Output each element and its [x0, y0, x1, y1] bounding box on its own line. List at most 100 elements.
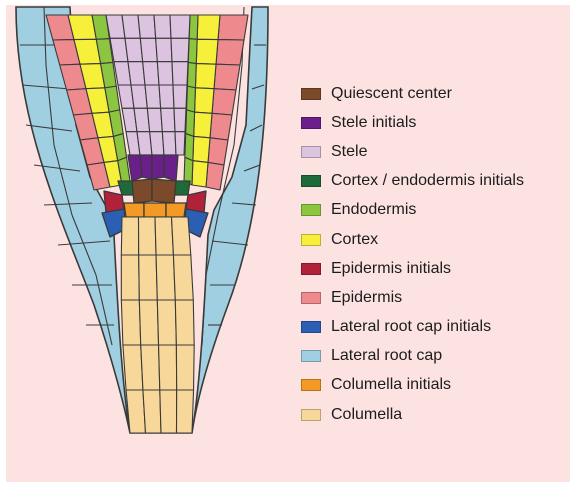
columella-cell — [121, 300, 140, 345]
columella-cell — [172, 217, 191, 255]
stele-cell — [140, 38, 157, 61]
legend-label: Stele initials — [331, 114, 416, 132]
legend-item: Epidermis initials — [301, 254, 524, 283]
endodermis-cell — [189, 15, 198, 39]
stele-cell — [143, 62, 159, 85]
legend-label: Columella initials — [331, 376, 451, 394]
epidermis-cell — [210, 113, 232, 140]
stele-cell — [145, 85, 161, 108]
stele-cell — [156, 38, 172, 61]
legend-item: Lateral root cap — [301, 342, 524, 371]
epidermis-cell — [212, 89, 236, 115]
stele-initial-cell — [152, 155, 164, 179]
legend-label: Epidermis — [331, 289, 402, 307]
columella-cell — [139, 255, 158, 300]
epidermis-cell — [206, 162, 224, 190]
columella-cell — [126, 390, 145, 433]
legend-swatch — [301, 263, 321, 275]
columella-cell — [143, 390, 161, 433]
cortex-cell — [193, 136, 210, 162]
legend-swatch — [301, 204, 321, 216]
legend-swatch — [301, 117, 321, 129]
legend-item: Columella initials — [301, 371, 524, 400]
stele-cell — [159, 85, 174, 108]
legend-swatch — [301, 409, 321, 421]
stele-initial-cell — [140, 155, 152, 179]
legend-item: Quiescent center — [301, 79, 524, 108]
legend-label: Lateral root cap — [331, 347, 442, 365]
legend-swatch — [301, 175, 321, 187]
legend-swatch — [301, 379, 321, 391]
figure-canvas: Quiescent center Stele initials Stele Co… — [6, 5, 570, 482]
epidermis-cell — [216, 40, 244, 65]
legend-label: Quiescent center — [331, 85, 452, 103]
legend-item: Columella — [301, 400, 524, 429]
stele-cell — [174, 108, 186, 131]
legend-swatch — [301, 88, 321, 100]
legend-label: Epidermis initials — [331, 260, 451, 278]
legend-item: Endodermis — [301, 196, 524, 225]
stele-initial-cell — [164, 155, 178, 181]
stele-cell — [171, 38, 189, 61]
legend-item: Cortex — [301, 225, 524, 254]
legend-swatch — [301, 234, 321, 246]
stele-cell — [128, 62, 145, 85]
columella-cell — [173, 255, 193, 300]
stele-cell — [175, 132, 185, 155]
endodermis-cell — [186, 110, 195, 137]
stele-cell — [154, 15, 171, 38]
columella-cell — [176, 345, 194, 390]
legend-label: Columella — [331, 406, 402, 424]
endodermis-cell — [187, 62, 196, 87]
columella-cell — [123, 345, 143, 390]
columella-initial-cell — [166, 203, 186, 217]
quiescent-center-cell — [152, 179, 176, 203]
stele-cell — [138, 15, 156, 38]
legend-swatch — [301, 292, 321, 304]
endodermis-cell — [187, 86, 196, 112]
cortex-cell — [195, 64, 216, 89]
columella-initial-cell — [144, 203, 166, 217]
columella-cell — [141, 345, 160, 390]
legend-label: Endodermis — [331, 201, 416, 219]
columella-cell — [121, 217, 138, 255]
stele-cell — [150, 132, 164, 155]
legend-label: Cortex — [331, 231, 378, 249]
legend-item: Stele initials — [301, 108, 524, 137]
columella-cell — [139, 300, 158, 345]
legend-label: Cortex / endodermis initials — [331, 172, 524, 190]
columella-cell — [155, 217, 173, 255]
columella-cell — [139, 217, 157, 255]
cortex-cell — [197, 15, 220, 40]
legend-item: Stele — [301, 137, 524, 166]
legend-item: Lateral root cap initials — [301, 313, 524, 342]
endodermis-cell — [185, 134, 194, 161]
columella-cell — [156, 255, 175, 300]
epidermis-cell — [218, 15, 248, 40]
quiescent-center-cell — [132, 179, 152, 203]
cortex-cell — [195, 88, 214, 113]
cortex-cell — [196, 39, 218, 64]
columella-cell — [157, 300, 176, 345]
stele-cell — [125, 38, 143, 61]
legend-label: Stele — [331, 143, 367, 161]
legend-swatch — [301, 350, 321, 362]
columella-cell — [159, 345, 177, 390]
legend-swatch — [301, 146, 321, 158]
columella-cell — [175, 300, 194, 345]
epidermis-cell — [214, 64, 240, 90]
stele-cell — [172, 62, 188, 85]
cortex-cell — [192, 161, 208, 187]
columella-cell — [177, 390, 194, 433]
stele-cell — [173, 85, 187, 108]
endodermis-cell — [188, 39, 197, 64]
stele-cell — [161, 108, 175, 131]
legend-swatch — [301, 321, 321, 333]
columella-cell — [160, 390, 177, 433]
stele-cell — [157, 62, 173, 85]
columella-cell — [121, 255, 139, 300]
legend-label: Lateral root cap initials — [331, 318, 491, 336]
stele-cell — [122, 15, 140, 38]
legend-item: Cortex / endodermis initials — [301, 167, 524, 196]
legend-item: Epidermis — [301, 283, 524, 312]
